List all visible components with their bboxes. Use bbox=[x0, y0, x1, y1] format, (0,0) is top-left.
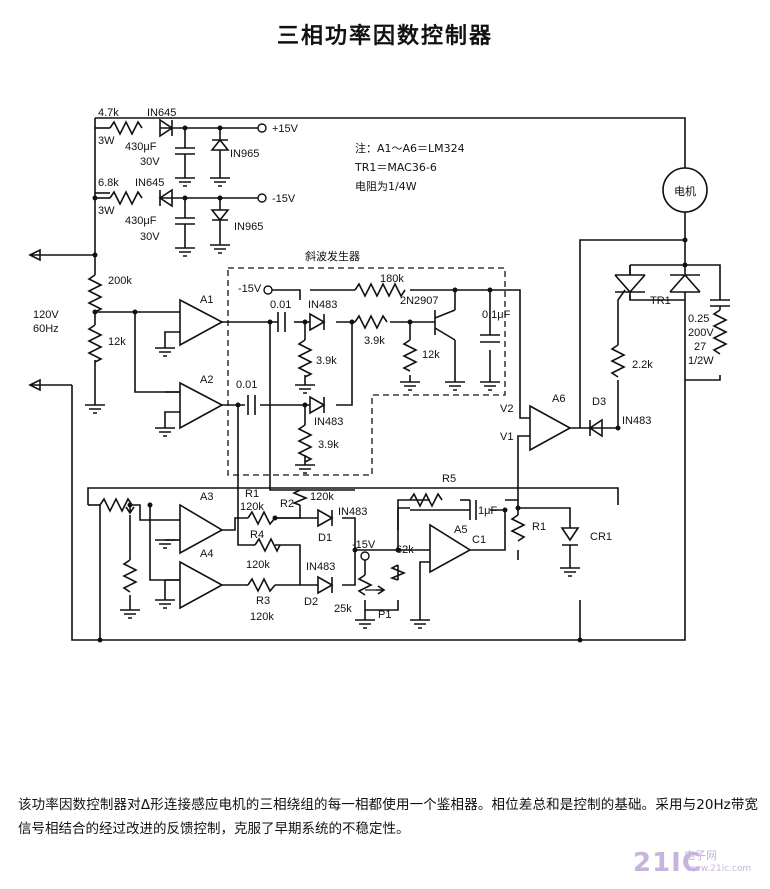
motor-label: 电机 bbox=[674, 184, 696, 198]
label-r1-val: 120k bbox=[240, 501, 264, 513]
watermark-sub: 电子网 bbox=[684, 849, 717, 862]
label-v1: V1 bbox=[500, 431, 513, 443]
label-r39k-c: 3.9k bbox=[318, 439, 339, 451]
capacitors bbox=[175, 128, 730, 520]
label-r3: R3 bbox=[256, 595, 270, 607]
label-a5: A5 bbox=[454, 524, 467, 536]
caption: 该功率因数控制器对Δ形连接感应电机的三相绕组的每一相都使用一个鉴相器。相位差总和… bbox=[18, 797, 758, 837]
triac-tr1 bbox=[614, 265, 701, 301]
label-r4-val: 120k bbox=[246, 559, 270, 571]
ramp-generator-box bbox=[227, 267, 506, 476]
label-c001-a: 0.01 bbox=[270, 299, 291, 311]
label-in483-b: IN483 bbox=[314, 416, 343, 428]
label-minus15-ramp: -15V bbox=[238, 283, 262, 295]
label-cr1: CR1 bbox=[590, 531, 612, 543]
note-triac: TR1＝MAC36-6 bbox=[354, 161, 437, 174]
resistors bbox=[87, 120, 728, 596]
label-r22k: 2.2k bbox=[632, 359, 653, 371]
label-in645-bot: IN645 bbox=[135, 177, 164, 189]
transistor-2n2907 bbox=[434, 309, 456, 341]
label-d1: D1 bbox=[318, 532, 332, 544]
label-plus15: +15V bbox=[272, 123, 299, 135]
label-60hz: 60Hz bbox=[33, 323, 59, 335]
label-r180k: 180k bbox=[380, 273, 404, 285]
ramp-generator-label: 斜波发生器 bbox=[305, 249, 360, 263]
label-v2: V2 bbox=[500, 403, 513, 415]
label-r39k-a: 3.9k bbox=[364, 335, 385, 347]
diagram-title: 三相功率因数控制器 bbox=[276, 24, 493, 49]
label-p1: P1 bbox=[378, 609, 391, 621]
label-120v: 120V bbox=[33, 309, 59, 321]
label-c001-b: 0.01 bbox=[236, 379, 257, 391]
label-in483-a: IN483 bbox=[308, 299, 337, 311]
label-r2-val: 120k bbox=[310, 491, 334, 503]
label-r4: R4 bbox=[250, 529, 264, 541]
label-r39k-b: 3.9k bbox=[316, 355, 337, 367]
label-r47k: 4.7k bbox=[98, 107, 119, 119]
label-tr1: TR1 bbox=[650, 295, 671, 307]
label-r62k: 62k bbox=[396, 544, 414, 556]
label-in483-d2: IN483 bbox=[306, 561, 335, 573]
label-c1: C1 bbox=[472, 534, 486, 546]
junctions bbox=[92, 125, 688, 643]
label-1-2w: 1/2W bbox=[688, 355, 714, 367]
label-3w-bot: 3W bbox=[98, 205, 115, 217]
label-in965-top: IN965 bbox=[230, 148, 259, 160]
label-r25k: 25k bbox=[334, 603, 352, 615]
label-in645-top: IN645 bbox=[147, 107, 176, 119]
label-c025: 0.25 bbox=[688, 313, 709, 325]
label-minus15-p: -15V bbox=[352, 539, 376, 551]
label-in965-bot: IN965 bbox=[234, 221, 263, 233]
label-r200k: 200k bbox=[108, 275, 132, 287]
label-r12k-in: 12k bbox=[108, 336, 126, 348]
motor-symbol bbox=[662, 167, 708, 213]
wires bbox=[28, 117, 721, 641]
label-r1: R1 bbox=[245, 488, 259, 500]
label-1uf: 1μF bbox=[478, 505, 497, 517]
label-a4: A4 bbox=[200, 548, 213, 560]
terminals bbox=[257, 123, 370, 561]
label-d3: D3 bbox=[592, 396, 606, 408]
grounds bbox=[85, 165, 580, 629]
note-opamp: 注：A1～A6＝LM324 bbox=[355, 141, 465, 155]
label-2n2907: 2N2907 bbox=[400, 295, 439, 307]
label-r12k-q: 12k bbox=[422, 349, 440, 361]
label-200v: 200V bbox=[688, 327, 714, 339]
label-a1: A1 bbox=[200, 294, 213, 306]
label-minus15: -15V bbox=[272, 193, 296, 205]
label-in483-d1: IN483 bbox=[338, 506, 367, 518]
label-c01uf: 0.1μF bbox=[482, 309, 511, 321]
label-30v-bot: 30V bbox=[140, 231, 160, 243]
label-r27: 27 bbox=[694, 341, 706, 353]
label-cap430-top: 430μF bbox=[125, 141, 157, 153]
watermark-brand: 21IC bbox=[633, 848, 702, 878]
op-amps bbox=[164, 298, 572, 610]
label-30v-top: 30V bbox=[140, 156, 160, 168]
label-a3: A3 bbox=[200, 491, 213, 503]
label-r5: R5 bbox=[442, 473, 456, 485]
label-r3-val: 120k bbox=[250, 611, 274, 623]
diodes bbox=[158, 118, 608, 595]
label-r68k: 6.8k bbox=[98, 177, 119, 189]
label-r2: R2 bbox=[280, 498, 294, 510]
label-d2: D2 bbox=[304, 596, 318, 608]
schematic: 电机 斜波发生器 注：A1～A6＝LM324 TR1＝MAC36-6 电阻为1/… bbox=[28, 107, 730, 643]
label-a6: A6 bbox=[552, 393, 565, 405]
label-a2: A2 bbox=[200, 374, 213, 386]
watermark-url: www.21ic.com bbox=[686, 864, 752, 874]
note-resistor: 电阻为1/4W bbox=[355, 180, 417, 193]
label-cap430-bot: 430μF bbox=[125, 215, 157, 227]
label-3w-top: 3W bbox=[98, 135, 115, 147]
label-r1-fb: R1 bbox=[532, 521, 546, 533]
component-labels: 4.7k IN645 3W +15V 430μF 30V IN965 6.8k … bbox=[33, 107, 714, 623]
label-in483-d3: IN483 bbox=[622, 415, 651, 427]
